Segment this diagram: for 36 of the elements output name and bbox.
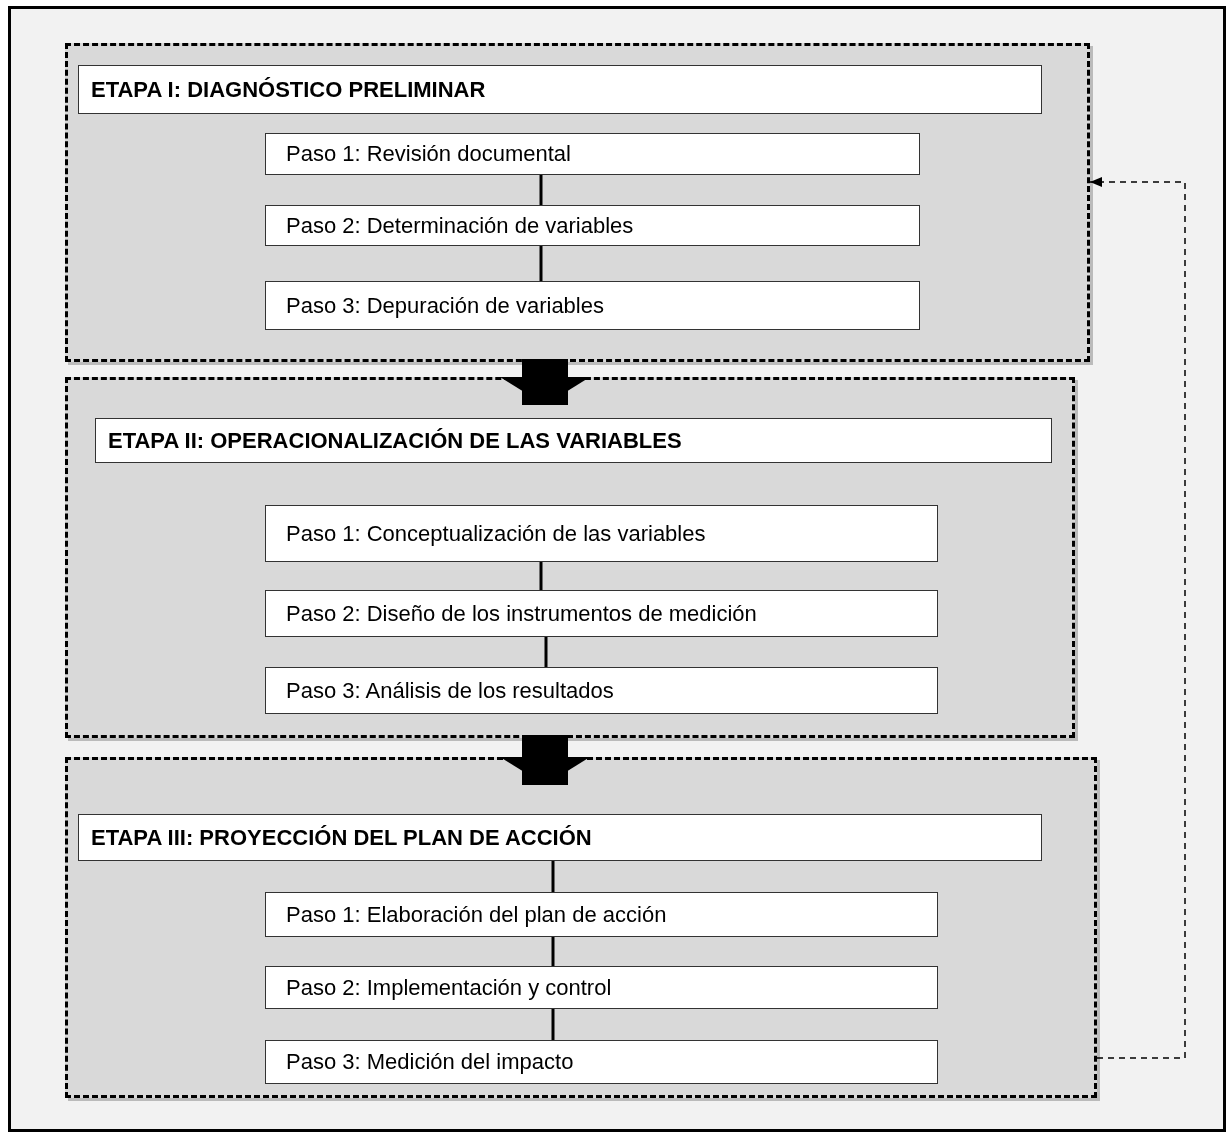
step-box [265, 590, 938, 637]
feedback-arrow [1089, 177, 1186, 1059]
step-box [265, 281, 920, 330]
step-label: Paso 2: Diseño de los instrumentos de medición [286, 600, 757, 627]
connector-line [551, 1009, 555, 1040]
connector-line [551, 937, 555, 966]
step-label: Paso 3: Medición del impacto [286, 1049, 574, 1075]
stage-panel [65, 757, 1097, 1098]
connector-line [539, 175, 543, 205]
step-label: Paso 1: Revisión documental [286, 141, 571, 167]
connector-line [539, 246, 543, 281]
step-box [265, 133, 920, 175]
step-label: Paso 1: Elaboración del plan de acción [286, 901, 667, 928]
step-box [265, 966, 938, 1009]
step-box [265, 892, 938, 937]
step-box [265, 505, 938, 562]
step-label: Paso 2: Determinación de variables [286, 212, 634, 239]
stage-heading-box [78, 65, 1042, 114]
stage-title: ETAPA III: PROYECCIÓN DEL PLAN DE ACCIÓN [91, 824, 592, 851]
connector-line [539, 562, 543, 590]
connector-line [544, 637, 548, 667]
step-label: Paso 2: Implementación y control [286, 974, 612, 1001]
step-label: Paso 3: Depuración de variables [286, 292, 604, 319]
connector-line [551, 861, 555, 892]
step-label: Paso 3: Análisis de los resultados [286, 677, 614, 704]
stage-title: ETAPA II: OPERACIONALIZACIÓN DE LAS VARIABLES [108, 427, 682, 454]
stage-title: ETAPA I: DIAGNÓSTICO PRELIMINAR [91, 76, 486, 103]
step-box [265, 1040, 938, 1084]
step-box [265, 205, 920, 246]
stage-panel [65, 43, 1090, 362]
stage-heading-box [95, 418, 1052, 463]
step-box [265, 667, 938, 714]
step-label: Paso 1: Conceptualización de las variables [286, 520, 706, 547]
block-arrow [500, 735, 590, 785]
stage-panel [65, 377, 1075, 738]
stage-heading-box [78, 814, 1042, 861]
